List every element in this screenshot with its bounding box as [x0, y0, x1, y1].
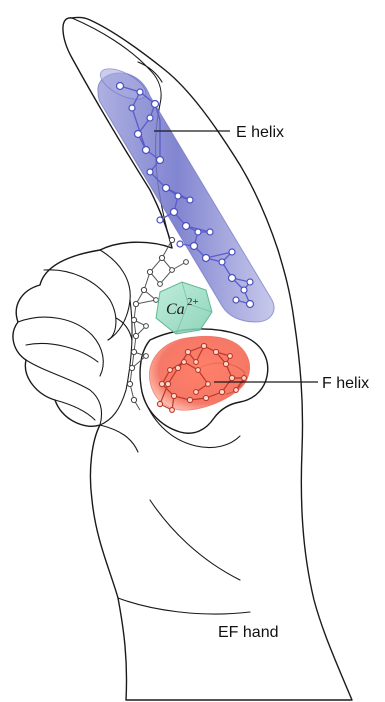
f-helix-label: F helix [322, 375, 369, 392]
calcium-symbol: Ca [166, 301, 185, 318]
e-helix-label: E helix [236, 124, 284, 141]
ef-hand-label: EF hand [218, 624, 278, 641]
calcium-charge: 2+ [187, 296, 199, 308]
